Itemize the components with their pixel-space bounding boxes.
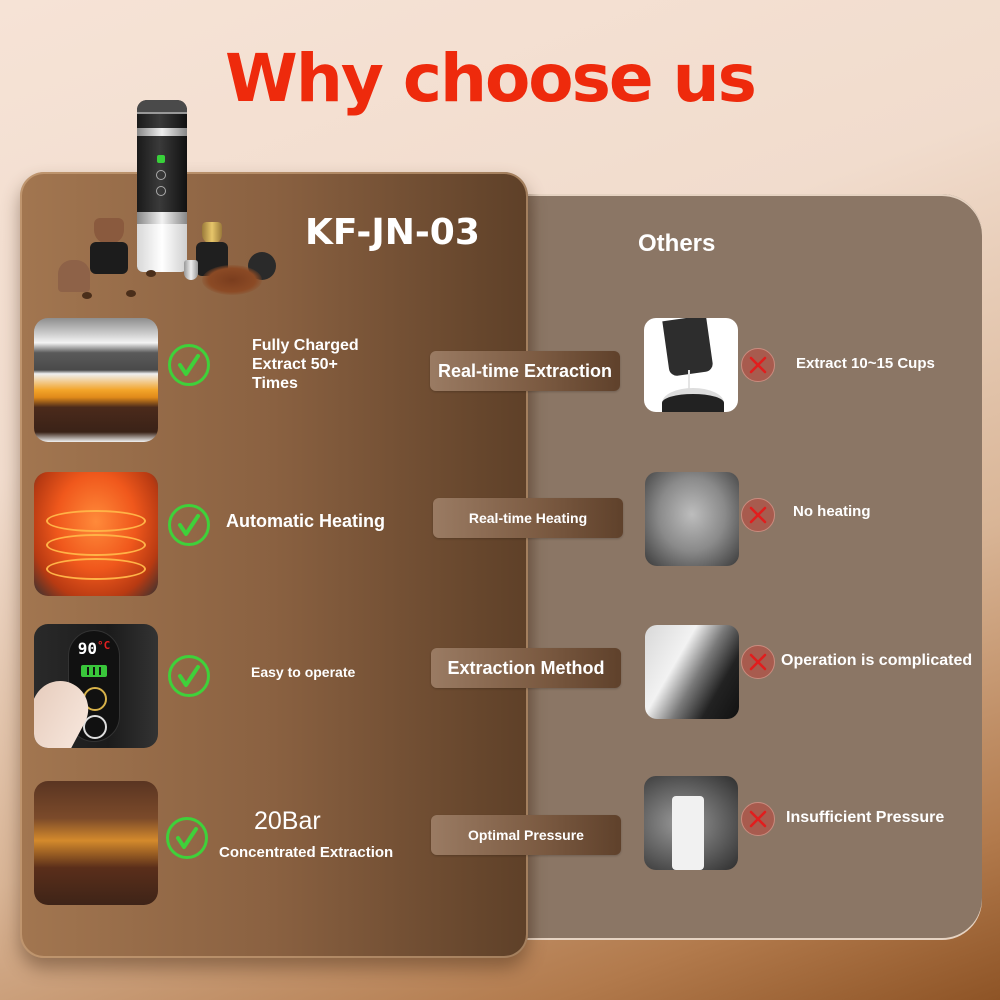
feature-text-line: Times bbox=[252, 375, 298, 392]
category-label: Real-time Extraction bbox=[430, 351, 620, 391]
others-text: Extract 10~15 Cups bbox=[796, 355, 935, 372]
check-icon bbox=[166, 817, 208, 859]
feature-text: Fully Charged Extract 50+ Times bbox=[252, 336, 359, 393]
capsule-icon bbox=[202, 222, 222, 244]
check-icon bbox=[168, 344, 210, 386]
product-name: KF-JN-03 bbox=[305, 212, 480, 253]
hand-pump-photo bbox=[644, 776, 738, 870]
capsule-icon bbox=[58, 260, 90, 292]
check-icon bbox=[168, 655, 210, 697]
capsule-icon bbox=[184, 260, 198, 280]
feature-text: Automatic Heating bbox=[226, 511, 386, 531]
coffee-cup-button-icon bbox=[83, 715, 107, 739]
coffee-maker-device bbox=[137, 100, 187, 272]
check-icon bbox=[168, 504, 210, 546]
hero-product-image bbox=[52, 100, 282, 300]
category-label: Real-time Heating bbox=[433, 498, 623, 538]
capsule-icon bbox=[94, 218, 124, 244]
extraction-cup-photo bbox=[34, 318, 158, 442]
cross-icon bbox=[741, 645, 775, 679]
others-title: Others bbox=[638, 230, 716, 257]
feature-text-line: Extract 50+ bbox=[252, 356, 338, 373]
heating-water-photo bbox=[34, 472, 158, 596]
feature-text-line: Fully Charged bbox=[252, 337, 359, 354]
feature-text: Easy to operate bbox=[251, 664, 356, 680]
category-label: Extraction Method bbox=[431, 648, 621, 688]
cross-icon bbox=[741, 498, 775, 532]
cross-icon bbox=[741, 802, 775, 836]
pressure-headline: 20Bar bbox=[254, 807, 321, 835]
control-panel-photo: 90°C bbox=[34, 624, 158, 748]
espresso-pour-photo bbox=[34, 781, 158, 905]
temperature-display: 90°C bbox=[77, 639, 111, 658]
thumb-press-photo bbox=[645, 625, 739, 719]
cross-icon bbox=[741, 348, 775, 382]
category-label: Optimal Pressure bbox=[431, 815, 621, 855]
boiling-water-photo bbox=[645, 472, 739, 566]
battery-icon bbox=[81, 665, 107, 677]
page-title: Why choose us bbox=[225, 40, 757, 117]
capsule-holder-icon bbox=[90, 242, 128, 274]
manual-press-photo bbox=[644, 318, 738, 412]
coffee-grounds bbox=[202, 265, 262, 295]
others-text: Operation is complicated bbox=[781, 652, 973, 669]
others-text: No heating bbox=[793, 503, 871, 520]
feature-text: Concentrated Extraction bbox=[219, 844, 394, 861]
others-text: Insufficient Pressure bbox=[786, 809, 945, 826]
